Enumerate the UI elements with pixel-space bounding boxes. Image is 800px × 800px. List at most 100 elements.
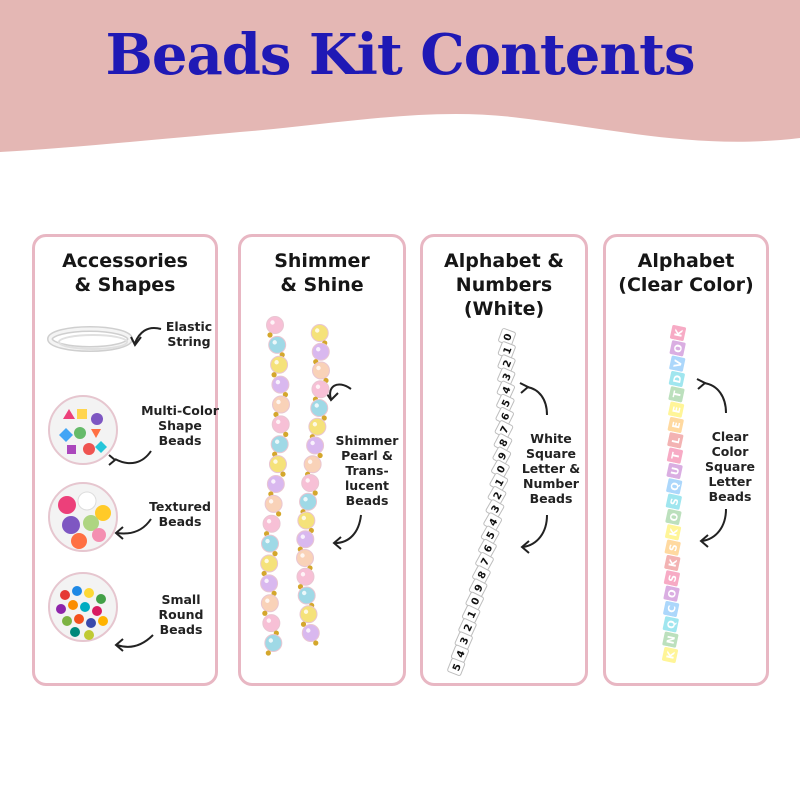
label-line: lucent [345,478,389,493]
label-line: White [530,431,572,446]
svg-text:6: 6 [500,411,513,422]
svg-text:7: 7 [479,556,492,567]
label-line: Beads [158,433,202,448]
label-line: String [167,334,211,349]
label-line: Beads [529,491,573,506]
svg-text:1: 1 [466,609,479,620]
panel-title: Alphabet (Clear Color) [606,249,766,297]
header-banner: Beads Kit Contents [0,0,800,160]
svg-text:0: 0 [502,332,515,342]
svg-text:S: S [668,543,680,552]
svg-text:U: U [670,466,682,476]
panel-title-line: Accessories [62,250,188,272]
svg-text:8: 8 [476,570,489,581]
svg-text:2: 2 [502,359,515,370]
panel-accessories: Accessories & Shapes [32,234,221,686]
arrow-icon [116,518,152,535]
svg-text:Q: Q [669,481,682,492]
arrow-icon [329,383,352,400]
label-elastic-string: Elastic String [157,319,221,349]
accessories-art [47,326,162,652]
label-line: Pearl & [341,448,393,463]
svg-text:5: 5 [485,530,498,542]
svg-text:S: S [667,574,679,583]
label-line: Beads [159,622,203,637]
svg-text:2: 2 [462,623,475,634]
svg-text:E: E [671,405,683,414]
svg-text:8: 8 [498,438,511,449]
svg-text:5: 5 [451,662,464,673]
label-white-beads: White Square Letter & Number Beads [515,431,587,506]
label-line: Letter [708,474,752,489]
svg-text:O: O [669,512,682,523]
pearl-beads [260,316,330,656]
panel-title-line: (White) [463,298,545,320]
svg-text:2: 2 [492,490,505,502]
arrow-icon [701,508,727,542]
panel-title-line: & Shapes [74,274,176,296]
svg-text:4: 4 [455,649,468,660]
shape-beads-image [48,395,118,465]
label-line: Beads [708,489,752,504]
svg-text:4: 4 [487,517,500,529]
banner-wave [0,0,800,152]
svg-text:7: 7 [499,424,512,435]
pearl-necklace-image [260,316,362,656]
label-shimmer-beads: Shimmer Pearl & Trans- lucent Beads [329,433,405,508]
label-line: Multi-Color [141,403,219,418]
panel-title: Shimmer & Shine [241,249,403,297]
svg-text:K: K [665,649,678,660]
panel-title-line: Alphabet [637,250,735,272]
label-line: Square [526,446,576,461]
panel-title-line: Shimmer [274,250,370,272]
svg-text:5: 5 [500,398,513,409]
label-line: Color [711,444,749,459]
svg-text:4: 4 [501,385,514,396]
label-shape-beads: Multi-Color Shape Beads [135,403,225,448]
arrow-icon [526,386,548,416]
label-line: Beads [345,493,389,508]
svg-text:6: 6 [482,543,495,554]
svg-text:9: 9 [473,583,486,594]
arrow-icon [114,450,152,465]
label-line: Trans- [345,463,389,478]
label-textured-beads: Textured Beads [141,499,219,529]
label-line: Round [158,607,204,622]
svg-text:3: 3 [490,504,503,516]
svg-text:O: O [667,589,680,600]
panel-title: Alphabet & Numbers (White) [423,249,585,321]
panel-title-line: Alphabet & [444,250,564,272]
svg-text:Q: Q [666,619,679,630]
label-small-round-beads: Small Round Beads [149,592,213,637]
label-line: Clear [711,429,749,444]
svg-text:K: K [673,327,686,338]
svg-text:D: D [672,374,684,384]
svg-text:0: 0 [470,596,483,607]
label-line: Letter & [521,461,581,476]
svg-text:1: 1 [502,345,515,356]
svg-text:O: O [673,343,686,354]
panel-title-line: & Shine [280,274,364,296]
elastic-string-image [47,326,133,352]
label-line: Elastic [165,319,213,334]
svg-text:V: V [673,359,685,369]
arrow-icon [116,634,154,648]
svg-text:9: 9 [497,451,510,462]
svg-text:K: K [668,526,681,537]
svg-text:1: 1 [494,477,507,489]
panel-shimmer: Shimmer & Shine Shimmer Pearl & Trans- l… [238,234,406,686]
svg-text:S: S [669,497,681,506]
textured-beads-image [48,482,118,552]
panel-title: Accessories & Shapes [35,249,215,297]
svg-text:E: E [671,421,683,430]
svg-text:C: C [666,605,678,614]
panel-title-line: Numbers [455,274,553,296]
label-clear-beads: Clear Color Square Letter Beads [694,429,766,504]
svg-text:3: 3 [501,372,514,383]
arrow-icon [522,514,548,548]
